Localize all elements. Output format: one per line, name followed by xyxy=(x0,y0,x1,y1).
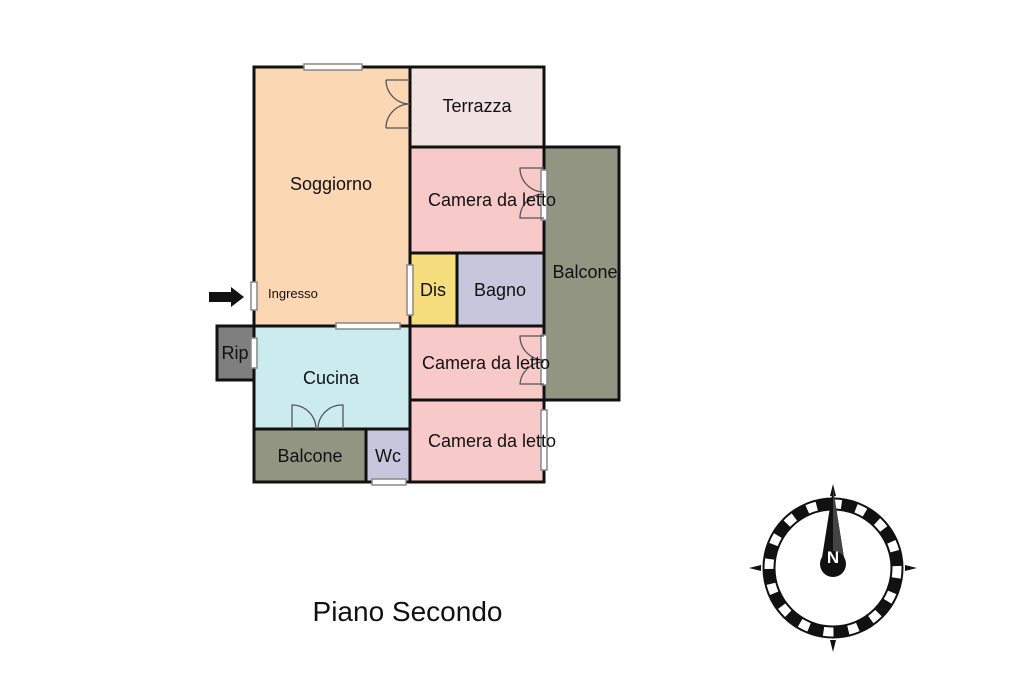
windows xyxy=(250,63,548,486)
room-balcone-east xyxy=(544,147,619,400)
label-dis: Dis xyxy=(420,280,446,300)
compass-north-label: N xyxy=(827,548,839,567)
label-terrazza: Terrazza xyxy=(442,96,512,116)
label-soggiorno: Soggiorno xyxy=(290,174,372,194)
compass-rose-icon xyxy=(749,484,917,652)
label-rip: Rip xyxy=(221,343,248,363)
label-camera-3: Camera da letto xyxy=(428,431,556,451)
label-bagno: Bagno xyxy=(474,280,526,300)
label-cucina: Cucina xyxy=(303,368,360,388)
room-camera-2 xyxy=(410,326,544,400)
label-balcone-south: Balcone xyxy=(277,446,342,466)
label-wc: Wc xyxy=(375,446,401,466)
label-ingresso: Ingresso xyxy=(268,286,318,301)
room-camera-1 xyxy=(410,147,544,253)
label-camera-2: Camera da letto xyxy=(422,353,550,373)
room-cucina xyxy=(254,326,410,429)
room-terrazza xyxy=(410,67,544,147)
entrance-arrow-icon xyxy=(209,287,244,307)
room-camera-3 xyxy=(410,400,544,482)
room-dis xyxy=(410,253,457,326)
floor-title: Piano Secondo xyxy=(312,596,503,627)
label-balcone-east: Balcone xyxy=(552,262,617,282)
room-wc xyxy=(366,429,410,482)
door-swings xyxy=(291,79,545,430)
room-balcone-south xyxy=(254,429,366,482)
label-camera-1: Camera da letto xyxy=(428,190,556,210)
room-bagno xyxy=(457,253,544,326)
room-soggiorno xyxy=(254,67,410,326)
room-rip xyxy=(217,326,254,380)
